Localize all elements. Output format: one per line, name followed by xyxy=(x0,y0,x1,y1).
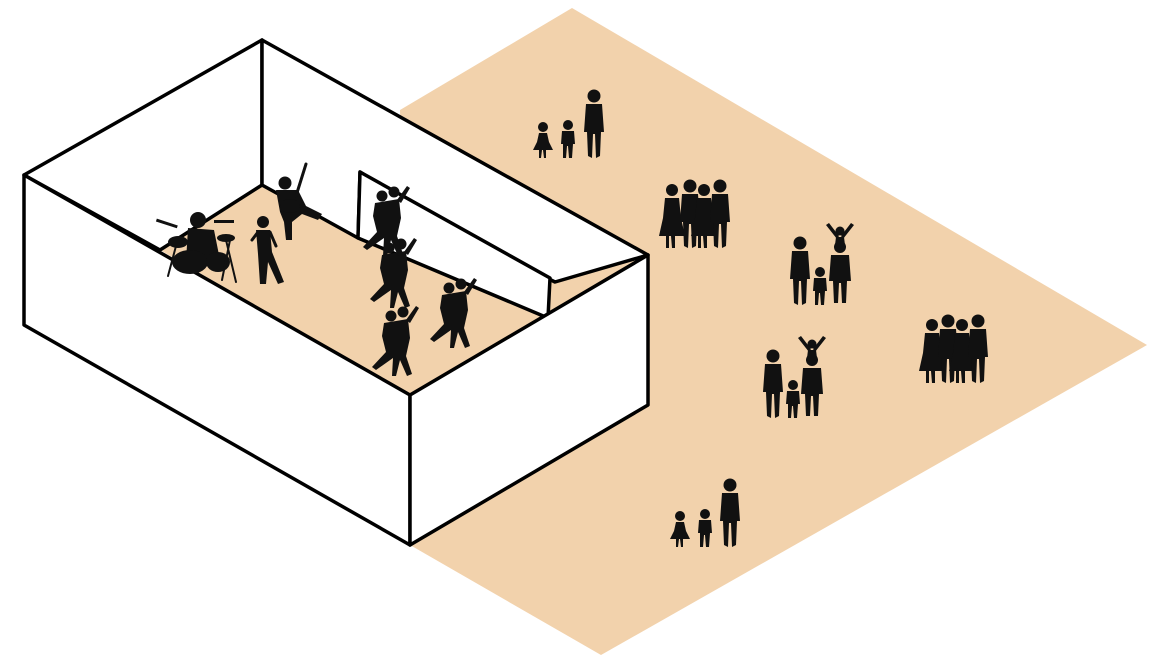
ground-plane xyxy=(400,8,1147,655)
singer-silhouette xyxy=(250,216,284,284)
guitarist-silhouette xyxy=(276,162,322,240)
band xyxy=(155,162,477,376)
drummer-silhouette xyxy=(155,212,237,283)
front-right-wall xyxy=(408,253,650,547)
